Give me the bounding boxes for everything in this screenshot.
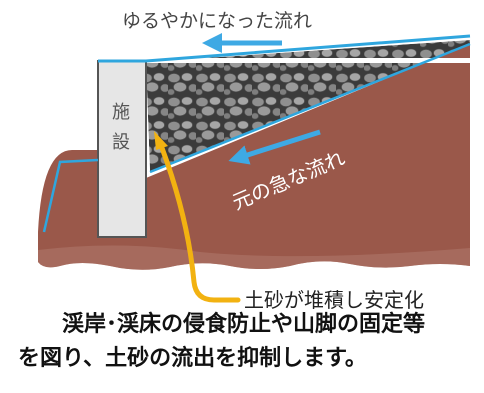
water-line	[98, 34, 471, 63]
facility-label-2: 設	[112, 132, 130, 153]
sediment-label: 土砂が堆積し安定化	[244, 288, 424, 312]
sediment-deposit	[146, 40, 470, 172]
sediment-arrow	[159, 145, 241, 303]
caption-line-2: を図り、土砂の流出を抑制します。	[18, 346, 367, 371]
steep-flow-arrow	[228, 129, 321, 165]
top-flow-label: ゆるやかになった流れ	[122, 10, 312, 32]
facility-wall	[97, 60, 147, 238]
facility-label-1: 施	[112, 102, 130, 123]
caption-line-1: 渓岸･渓床の侵食防止や山脚の固定等	[62, 312, 426, 337]
